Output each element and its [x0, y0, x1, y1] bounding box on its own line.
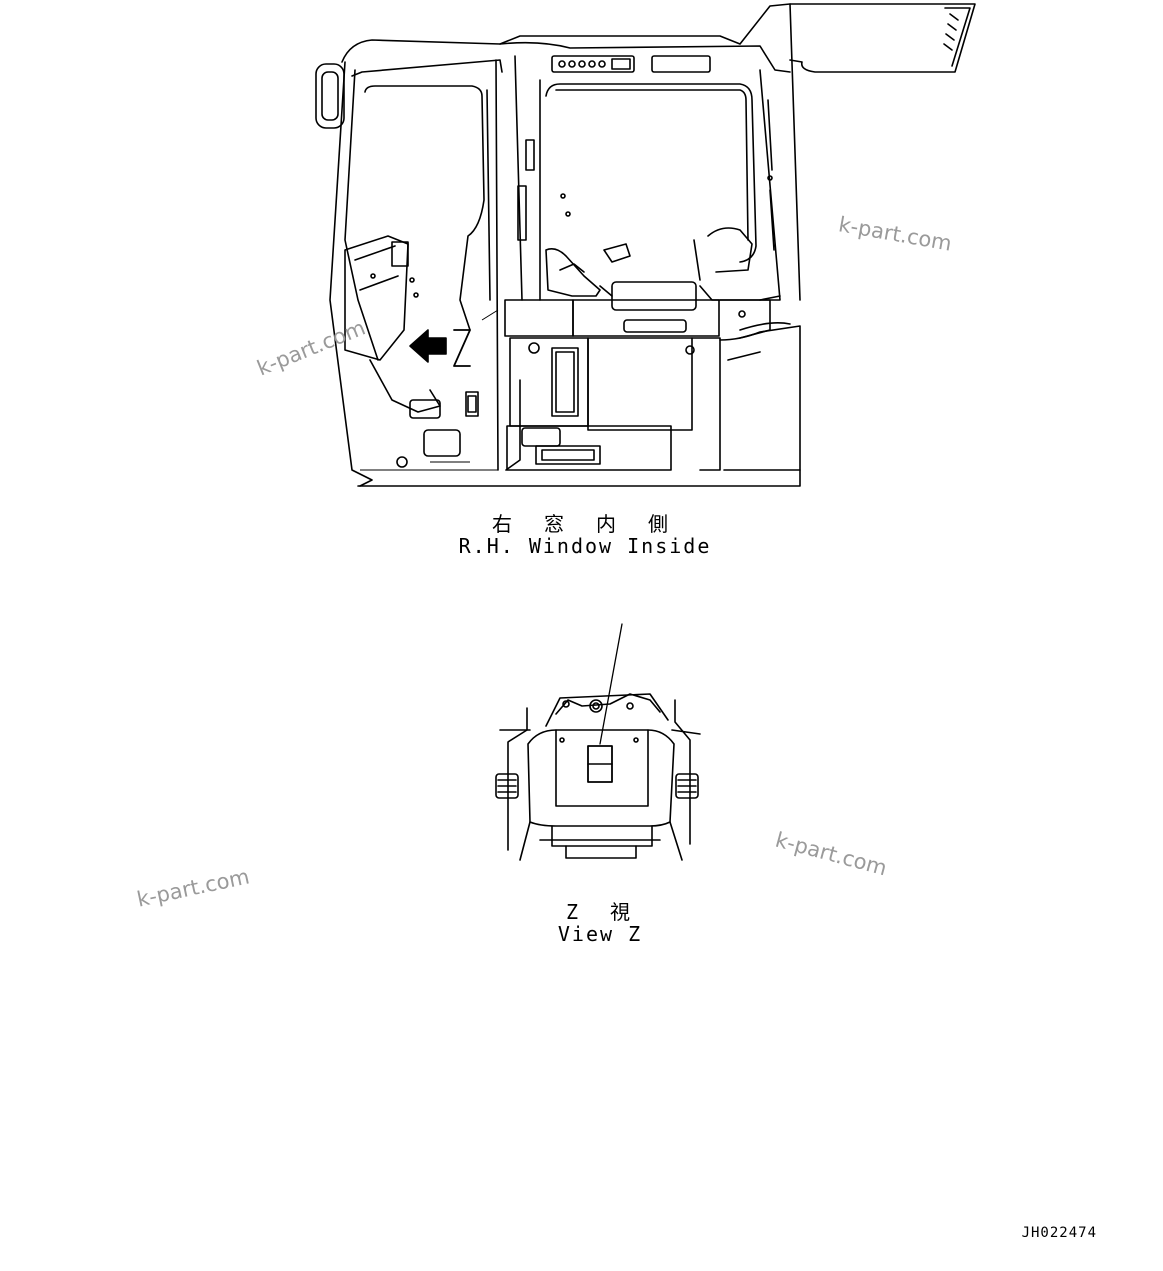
- main-view-caption-en: R.H. Window Inside: [458, 534, 712, 558]
- part-number: JH022474: [1021, 1225, 1097, 1241]
- main-view-caption-jp: 右 窓 内 側: [491, 512, 679, 536]
- detail-view-caption-jp: Z 視: [565, 900, 641, 924]
- detail-view-caption-en: View Z: [557, 922, 643, 946]
